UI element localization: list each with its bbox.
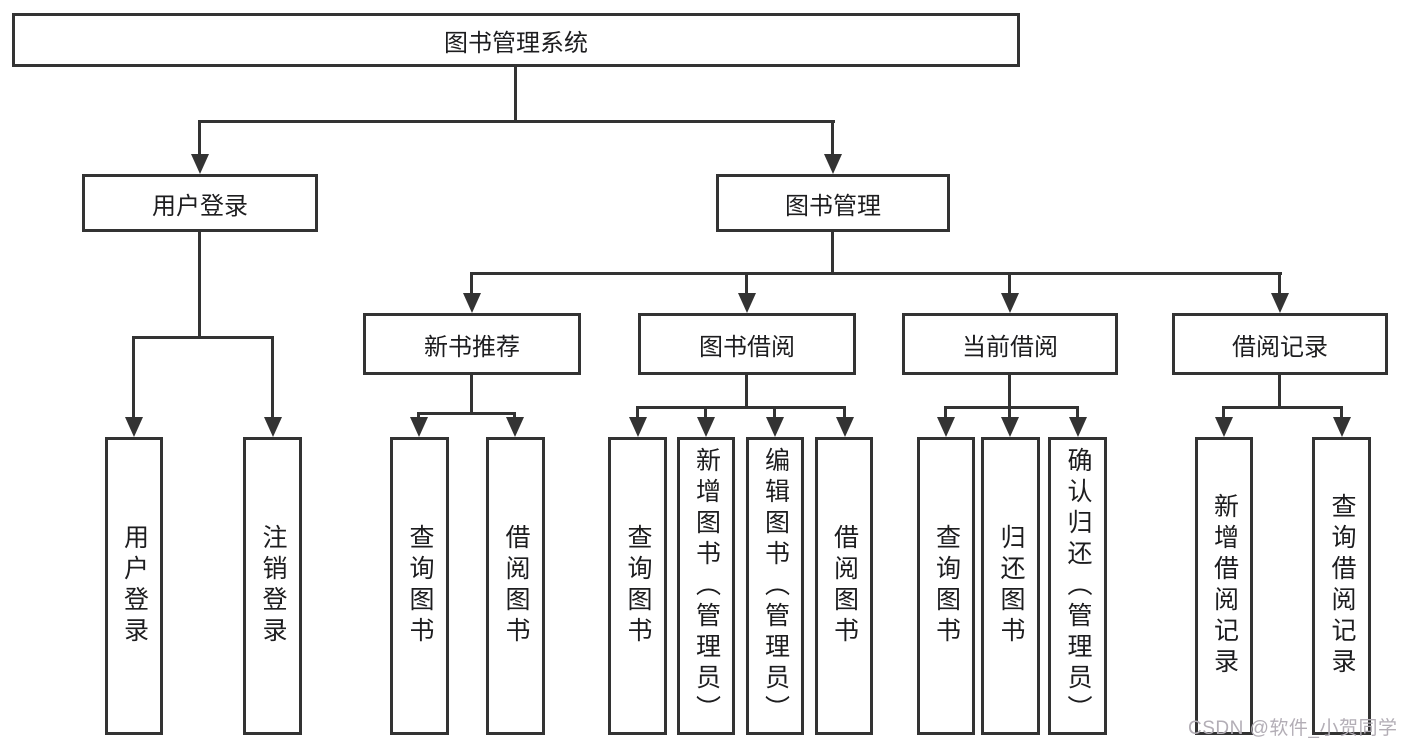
csdn-watermark: CSDN @软件_小贺同学: [1188, 718, 1398, 739]
connector-line: [513, 412, 516, 419]
connector-line: [470, 272, 1282, 275]
node-label: 图书管理系统: [444, 29, 588, 57]
arrowhead-icon: [191, 154, 209, 174]
connector-line: [132, 336, 135, 419]
arrowhead-icon: [264, 417, 282, 437]
node-user-login: 用户登录: [82, 174, 318, 232]
arrowhead-icon: [1001, 293, 1019, 313]
connector-line: [198, 120, 201, 156]
connector-line: [944, 406, 1079, 409]
connector-line: [831, 120, 834, 156]
node-current-borrowing: 当前借阅: [902, 313, 1118, 375]
node-label: 新增借阅记录: [1210, 493, 1239, 679]
node-label: 借阅图书: [830, 524, 859, 648]
leaf-query-books-current: 查询图书: [917, 437, 975, 735]
node-label: 借阅记录: [1232, 333, 1328, 361]
leaf-confirm-return-admin: 确认归还（管理员）: [1048, 437, 1107, 735]
arrowhead-icon: [463, 293, 481, 313]
connector-line: [132, 336, 274, 339]
connector-line: [470, 375, 473, 412]
connector-line: [198, 120, 835, 123]
node-label: 查询借阅记录: [1328, 493, 1356, 679]
node-label: 查询图书: [624, 524, 652, 648]
node-label: 新书推荐: [424, 333, 520, 361]
node-borrowing-records: 借阅记录: [1172, 313, 1388, 375]
node-label: 图书管理: [785, 192, 881, 220]
leaf-borrow-books: 借阅图书: [815, 437, 873, 735]
connector-line: [417, 412, 420, 419]
connector-line: [745, 272, 748, 295]
node-book-management: 图书管理: [716, 174, 950, 232]
connector-line: [1278, 272, 1281, 295]
connector-line: [1222, 406, 1225, 419]
leaf-edit-books-admin: 编辑图书（管理员）: [746, 437, 804, 735]
arrowhead-icon: [1069, 417, 1087, 437]
arrowhead-icon: [1333, 417, 1351, 437]
connector-line: [704, 406, 707, 419]
connector-line: [1278, 375, 1281, 406]
connector-line: [417, 412, 516, 415]
arrowhead-icon: [629, 417, 647, 437]
node-root-library-system: 图书管理系统: [12, 13, 1020, 67]
leaf-add-books-admin: 新增图书（管理员）: [677, 437, 735, 735]
arrowhead-icon: [506, 417, 524, 437]
node-label: 查询图书: [406, 524, 434, 648]
arrowhead-icon: [697, 417, 715, 437]
arrowhead-icon: [1271, 293, 1289, 313]
node-label: 当前借阅: [962, 333, 1058, 361]
connector-line: [1008, 375, 1011, 406]
arrowhead-icon: [1001, 417, 1019, 437]
connector-line: [1008, 406, 1011, 419]
node-label: 借阅图书: [502, 524, 530, 648]
leaf-add-borrow-record: 新增借阅记录: [1195, 437, 1253, 735]
arrowhead-icon: [766, 417, 784, 437]
arrowhead-icon: [1215, 417, 1233, 437]
arrowhead-icon: [937, 417, 955, 437]
node-label: 编辑图书（管理员）: [761, 446, 790, 726]
connector-line: [773, 406, 776, 419]
leaf-borrow-books-recommend: 借阅图书: [486, 437, 545, 735]
arrowhead-icon: [836, 417, 854, 437]
connector-line: [271, 336, 274, 419]
leaf-query-books-borrowing: 查询图书: [608, 437, 667, 735]
node-label: 归还图书: [997, 524, 1025, 648]
connector-line: [831, 232, 834, 272]
leaf-query-books-recommend: 查询图书: [390, 437, 449, 735]
connector-line: [1076, 406, 1079, 419]
connector-line: [944, 406, 947, 419]
node-label: 确认归还（管理员）: [1064, 446, 1092, 726]
node-label: 图书借阅: [699, 333, 795, 361]
node-book-borrowing: 图书借阅: [638, 313, 856, 375]
leaf-user-login: 用户登录: [105, 437, 163, 735]
leaf-query-borrow-record: 查询借阅记录: [1312, 437, 1371, 735]
arrowhead-icon: [738, 293, 756, 313]
node-label: 注销登录: [259, 524, 287, 648]
node-label: 用户登录: [120, 524, 149, 648]
arrowhead-icon: [410, 417, 428, 437]
arrowhead-icon: [824, 154, 842, 174]
connector-line: [636, 406, 846, 409]
leaf-logout: 注销登录: [243, 437, 302, 735]
node-label: 新增图书（管理员）: [692, 446, 721, 726]
connector-line: [1008, 272, 1011, 295]
connector-line: [745, 375, 748, 406]
connector-line: [198, 232, 201, 336]
node-label: 查询图书: [932, 524, 961, 648]
connector-line: [843, 406, 846, 419]
connector-line: [636, 406, 639, 419]
connector-line: [1222, 406, 1343, 409]
node-new-book-recommendation: 新书推荐: [363, 313, 581, 375]
connector-line: [470, 272, 473, 295]
connector-line: [514, 67, 517, 120]
connector-line: [1340, 406, 1343, 419]
node-label: 用户登录: [152, 192, 248, 220]
arrowhead-icon: [125, 417, 143, 437]
leaf-return-books: 归还图书: [981, 437, 1040, 735]
